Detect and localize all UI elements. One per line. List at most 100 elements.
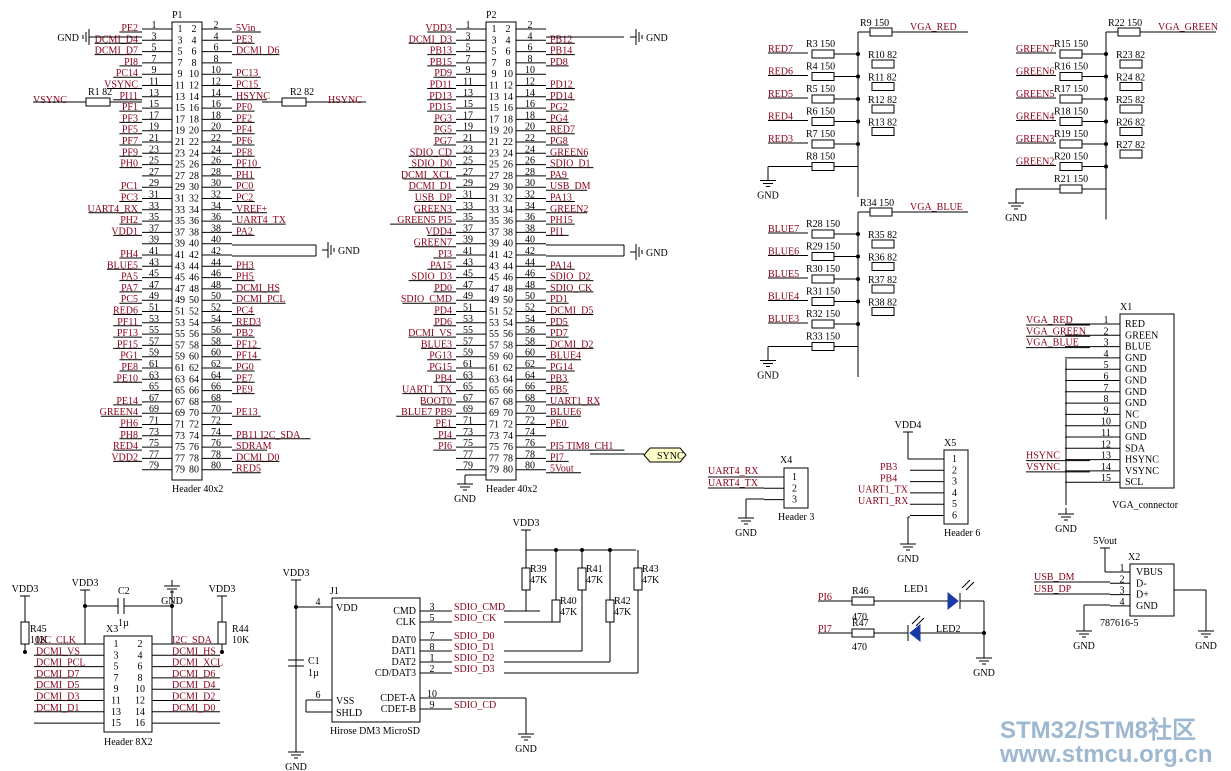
input-net: BLUE3 [768,314,799,325]
pin-num: 15 [489,103,499,114]
net-label: PC0 [236,181,253,192]
pin-name: SHLD [336,708,362,719]
net-label: SDIO_CD [410,147,452,158]
pin-num: 13 [489,92,499,103]
pin-num: 24 [503,148,513,159]
res-label: R30 150 [806,264,840,275]
pin-num-outer: 68 [525,393,535,404]
pin-num-outer: 19 [463,122,473,133]
net-label: PC5 [121,294,138,305]
pin-num: 9 [178,69,183,80]
j1-value: Hirose DM3 MicroSD [330,726,420,737]
net-label: PC13 [236,68,258,79]
net-label: DCMI_VS [408,328,452,339]
pin-num-outer: 40 [525,235,535,246]
net-label: PF15 [117,339,138,350]
input-net: GREEN6 [1016,67,1054,78]
pin-num: 45 [489,273,499,284]
pin-num: 15 [175,103,185,114]
power-label: VDD4 [895,420,922,431]
net-label: PB12 [550,34,572,45]
pin-num-outer: 14 [211,88,221,99]
pin-num: 3 [492,35,497,46]
pin-num-outer: 74 [525,427,535,438]
gnd-label: GND [735,528,757,539]
pin-num-outer: 50 [211,291,221,302]
pin-num-outer: 21 [149,133,159,144]
net-label: SDIO_CK [550,283,593,294]
pin-name: GND [1125,353,1147,364]
input-net: RED5 [768,89,793,100]
pin-num: 79 [175,465,185,476]
pin-num: 59 [489,352,499,363]
net-label: PC4 [236,306,253,317]
net-label: RED3 [236,317,261,328]
pin-num-outer: 34 [525,201,535,212]
pin-num-outer: 11 [149,77,159,88]
pin-num: 77 [489,453,499,464]
net-label: PD7 [550,328,568,339]
resistor [869,27,893,37]
pin-name: BLUE [1125,342,1151,353]
pin-num-outer: 46 [211,269,221,280]
pin-num-outer: 49 [463,291,473,302]
junction-dot [1104,142,1108,146]
pin-num: 13 [175,92,185,103]
net-label: PC14 [116,68,138,79]
header-p2-value: Header 40x2 [486,484,537,495]
resistor [869,207,893,217]
pin-num-outer: 9 [152,65,157,76]
pin-num: 14 [1101,462,1111,473]
net-label: DCMI_PCL [36,658,85,669]
pin-num: 43 [175,261,185,272]
gnd-label: GND [757,371,779,382]
net-label: PC15 [236,80,258,91]
junction-dot [23,650,27,654]
net-label: PB2 [236,328,253,339]
pin-name: GND [1125,364,1147,375]
pin-num: 4 [138,650,143,661]
pull-ref: R39 [530,564,547,575]
pin-num: 8 [430,642,435,653]
pin-num: 34 [189,205,199,216]
pin-num: 5 [952,499,957,510]
emit-arrow [915,617,925,627]
net-label: DCMI_D1 [36,703,79,714]
r46-value: 470 [852,612,867,623]
pin-num-outer: 80 [211,461,221,472]
pin-num-outer: 55 [463,325,473,336]
pin-num-outer: 78 [525,449,535,460]
pin-num: 68 [189,397,199,408]
pin-num: 78 [189,453,199,464]
resistor [811,274,835,284]
pin-num-outer: 19 [149,122,159,133]
net-label: PG8 [550,136,568,147]
pin-num: 40 [189,239,199,250]
pin-num-outer: 33 [149,201,159,212]
net-label: SDIO_D2 [454,653,495,664]
pin-num: 29 [175,182,185,193]
net-label: PC2 [236,193,253,204]
net-label: VDD2 [111,452,138,463]
net-label: PG3 [434,113,452,124]
pin-num: 4 [506,35,511,46]
pin-num-outer: 44 [525,257,535,268]
net-label: PF14 [236,351,257,362]
net-label: PI7 [818,624,832,635]
pin-num: 2 [952,465,957,476]
junction-dot [170,604,174,608]
pin-num-outer: 48 [211,280,221,291]
gnd-label: GND [897,554,919,565]
pin-num-outer: 46 [525,269,535,280]
pin-num: 5 [492,47,497,58]
net-label: PB5 [550,385,567,396]
pin-num: 78 [503,453,513,464]
pin-num-outer: 59 [463,348,473,359]
pin-num-outer: 35 [149,212,159,223]
net-label: BLUE4 [550,351,581,362]
pin-num: 36 [189,216,199,227]
pin-num: 37 [175,227,185,238]
pin-num: 48 [189,284,199,295]
resistor [811,139,835,149]
